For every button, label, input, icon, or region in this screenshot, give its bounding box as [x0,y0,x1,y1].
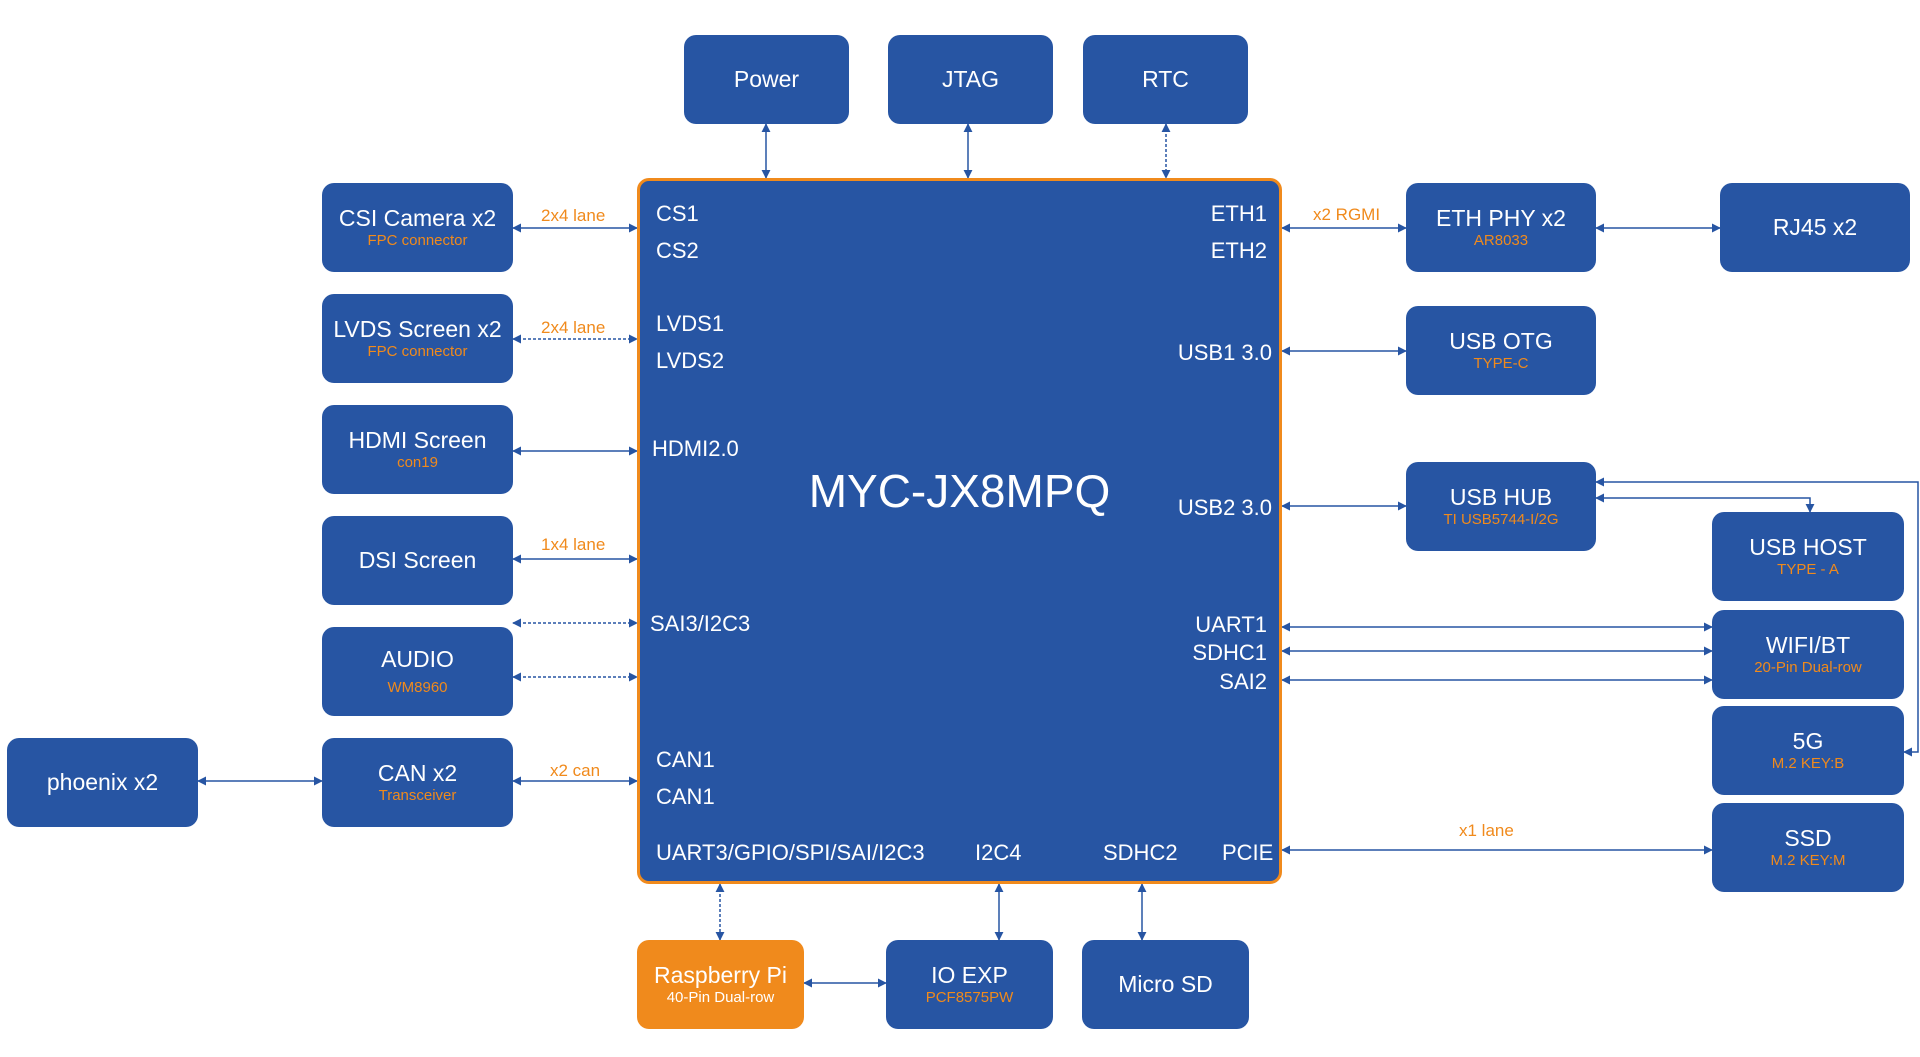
label-can: x2 can [550,761,601,780]
micro-sd-title: Micro SD [1118,971,1213,997]
port-eth1: ETH1 [1210,201,1267,226]
port-sdhc2: SDHC2 [1103,840,1178,865]
eth-phy-sub: AR8033 [1473,232,1529,249]
label-lvds-lanes: 2x4 lane [541,318,606,337]
rj45-block: RJ45 x2 [1720,183,1910,272]
micro-sd-block: Micro SD [1082,940,1249,1029]
power-title: Power [733,66,800,92]
eth-phy-title: ETH PHY x2 [1436,205,1566,231]
label-dsi-lanes: 1x4 lane [541,535,606,554]
port-sai2: SAI2 [1219,669,1267,694]
raspberry-pi-sub: 40-Pin Dual-row [666,989,775,1006]
lvds-screen-block: LVDS Screen x2 FPC connector [322,294,513,383]
ssd-sub: M.2 KEY:M [1770,852,1846,869]
port-can1-a: CAN1 [656,747,715,772]
io-exp-block: IO EXP PCF8575PW [886,940,1053,1029]
soc-block: MYC-JX8MPQ CS1 CS2 LVDS1 LVDS2 HDMI2.0 S… [637,178,1282,884]
usb-host-sub: TYPE - A [1777,561,1839,578]
port-sai3: SAI3/I2C3 [650,611,751,636]
csi-camera-title: CSI Camera x2 [338,205,497,231]
port-usb2: USB2 3.0 [1177,495,1272,520]
dsi-screen-block: DSI Screen [322,516,513,605]
usb-hub-block: USB HUB TI USB5744-I/2G [1406,462,1596,551]
hdmi-screen-block: HDMI Screen con19 [322,405,513,494]
lvds-screen-sub: FPC connector [367,343,468,360]
port-can1-b: CAN1 [656,784,715,809]
hdmi-screen-sub: con19 [397,454,438,471]
port-lvds2: LVDS2 [656,348,725,373]
io-exp-title: IO EXP [931,962,1008,988]
jtag-title: JTAG [941,66,1000,92]
phoenix-title: phoenix x2 [46,769,159,795]
usb-otg-sub: TYPE-C [1473,355,1529,372]
csi-camera-block: CSI Camera x2 FPC connector [322,183,513,272]
power-block: Power [684,35,849,124]
label-eth-rgmi: x2 RGMI [1313,205,1381,224]
port-usb1: USB1 3.0 [1177,340,1272,365]
dsi-screen-title: DSI Screen [358,547,477,573]
port-cs2: CS2 [656,238,699,263]
port-pcie: PCIE [1222,840,1274,865]
rtc-block: RTC [1083,35,1248,124]
rtc-title: RTC [1142,66,1189,92]
wifi-bt-block: WIFI/BT 20-Pin Dual-row [1712,610,1904,699]
usb-hub-sub: TI USB5744-I/2G [1443,511,1559,528]
fiveg-block: 5G M.2 KEY:B [1712,706,1904,795]
usb-host-title: USB HOST [1749,534,1867,560]
link-hub-5g [1595,477,1919,757]
hdmi-screen-title: HDMI Screen [348,427,487,453]
raspberry-pi-block: Raspberry Pi 40-Pin Dual-row [637,940,804,1029]
label-csi-lanes: 2x4 lane [541,206,606,225]
label-pcie-lane: x1 lane [1459,821,1514,840]
port-uart3: UART3/GPIO/SPI/SAI/I2C3 [656,840,925,865]
raspberry-pi-title: Raspberry Pi [654,962,787,988]
jtag-block: JTAG [888,35,1053,124]
eth-phy-block: ETH PHY x2 AR8033 [1406,183,1596,272]
port-i2c4: I2C4 [975,840,1022,865]
audio-block: AUDIO WM8960 [322,627,513,716]
can-title: CAN x2 [377,760,458,786]
ssd-title: SSD [1784,825,1832,851]
port-eth2: ETH2 [1210,238,1267,263]
port-sdhc1: SDHC1 [1192,640,1267,665]
wifi-bt-sub: 20-Pin Dual-row [1754,659,1862,676]
usb-hub-title: USB HUB [1449,484,1553,510]
port-cs1: CS1 [656,201,699,226]
usb-otg-title: USB OTG [1449,328,1553,354]
audio-sub: WM8960 [387,679,448,696]
port-lvds1: LVDS1 [656,311,725,336]
port-hdmi: HDMI2.0 [652,436,739,461]
wifi-bt-title: WIFI/BT [1765,632,1851,658]
audio-title: AUDIO [381,646,454,672]
phoenix-block: phoenix x2 [7,738,198,827]
ssd-block: SSD M.2 KEY:M [1712,803,1904,892]
link-hub-host [1595,493,1815,513]
io-exp-sub: PCF8575PW [925,989,1014,1006]
usb-otg-block: USB OTG TYPE-C [1406,306,1596,395]
usb-host-block: USB HOST TYPE - A [1712,512,1904,601]
soc-title: MYC-JX8MPQ [808,465,1111,517]
rj45-title: RJ45 x2 [1772,214,1858,240]
can-block: CAN x2 Transceiver [322,738,513,827]
port-uart1: UART1 [1195,612,1267,637]
can-sub: Transceiver [378,787,457,804]
csi-camera-sub: FPC connector [367,232,468,249]
fiveg-sub: M.2 KEY:B [1771,755,1845,772]
fiveg-title: 5G [1792,728,1824,754]
lvds-screen-title: LVDS Screen x2 [333,316,502,342]
